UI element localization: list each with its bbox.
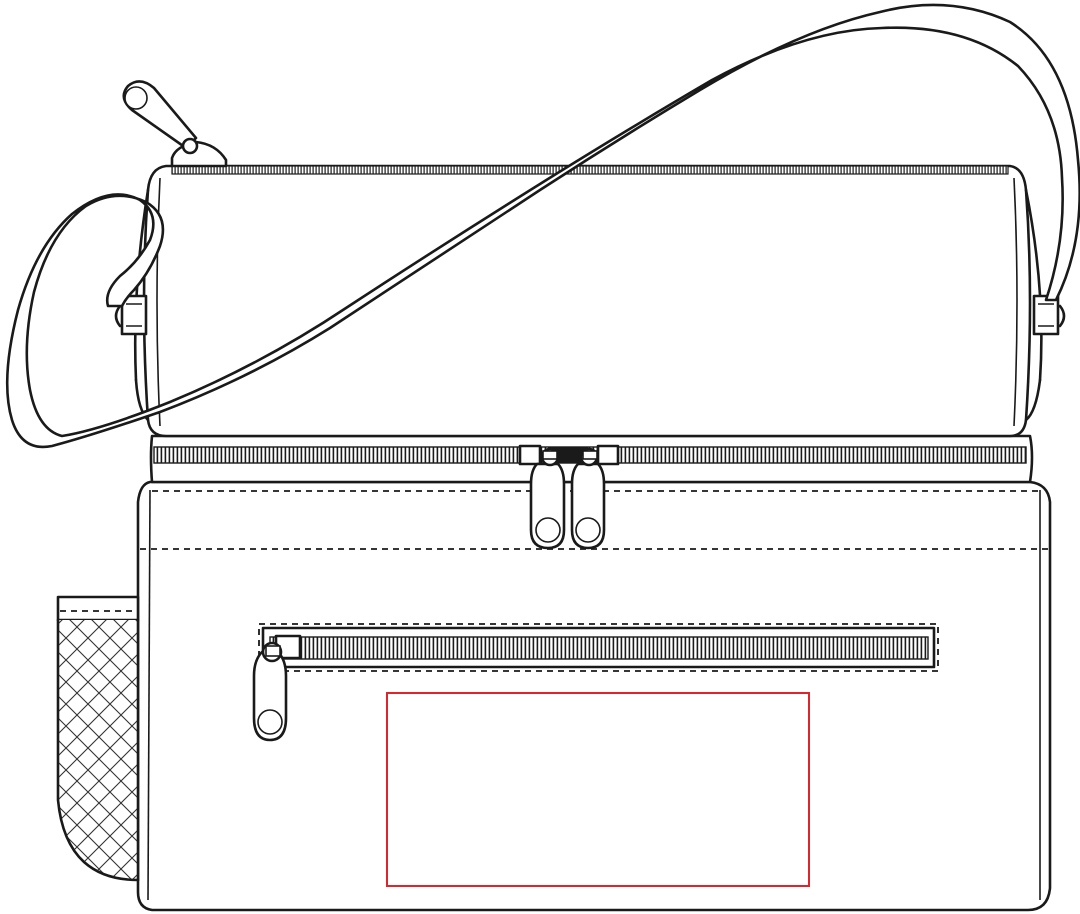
- top-zipper-pull: [122, 80, 228, 168]
- middle-zipper-pull-left: [518, 444, 566, 550]
- middle-zipper-pull-right: [570, 444, 620, 550]
- right-strap-buckle: [1032, 294, 1066, 336]
- top-zipper: [171, 165, 1009, 175]
- shoulder-strap: [5, 3, 1080, 449]
- mesh-pocket: [56, 595, 140, 882]
- upper-compartment: [133, 164, 1043, 438]
- imprint-area: [386, 692, 810, 887]
- left-strap-buckle: [114, 294, 148, 336]
- front-pocket-zipper: [258, 623, 939, 672]
- front-pocket-zipper-pull: [252, 634, 302, 742]
